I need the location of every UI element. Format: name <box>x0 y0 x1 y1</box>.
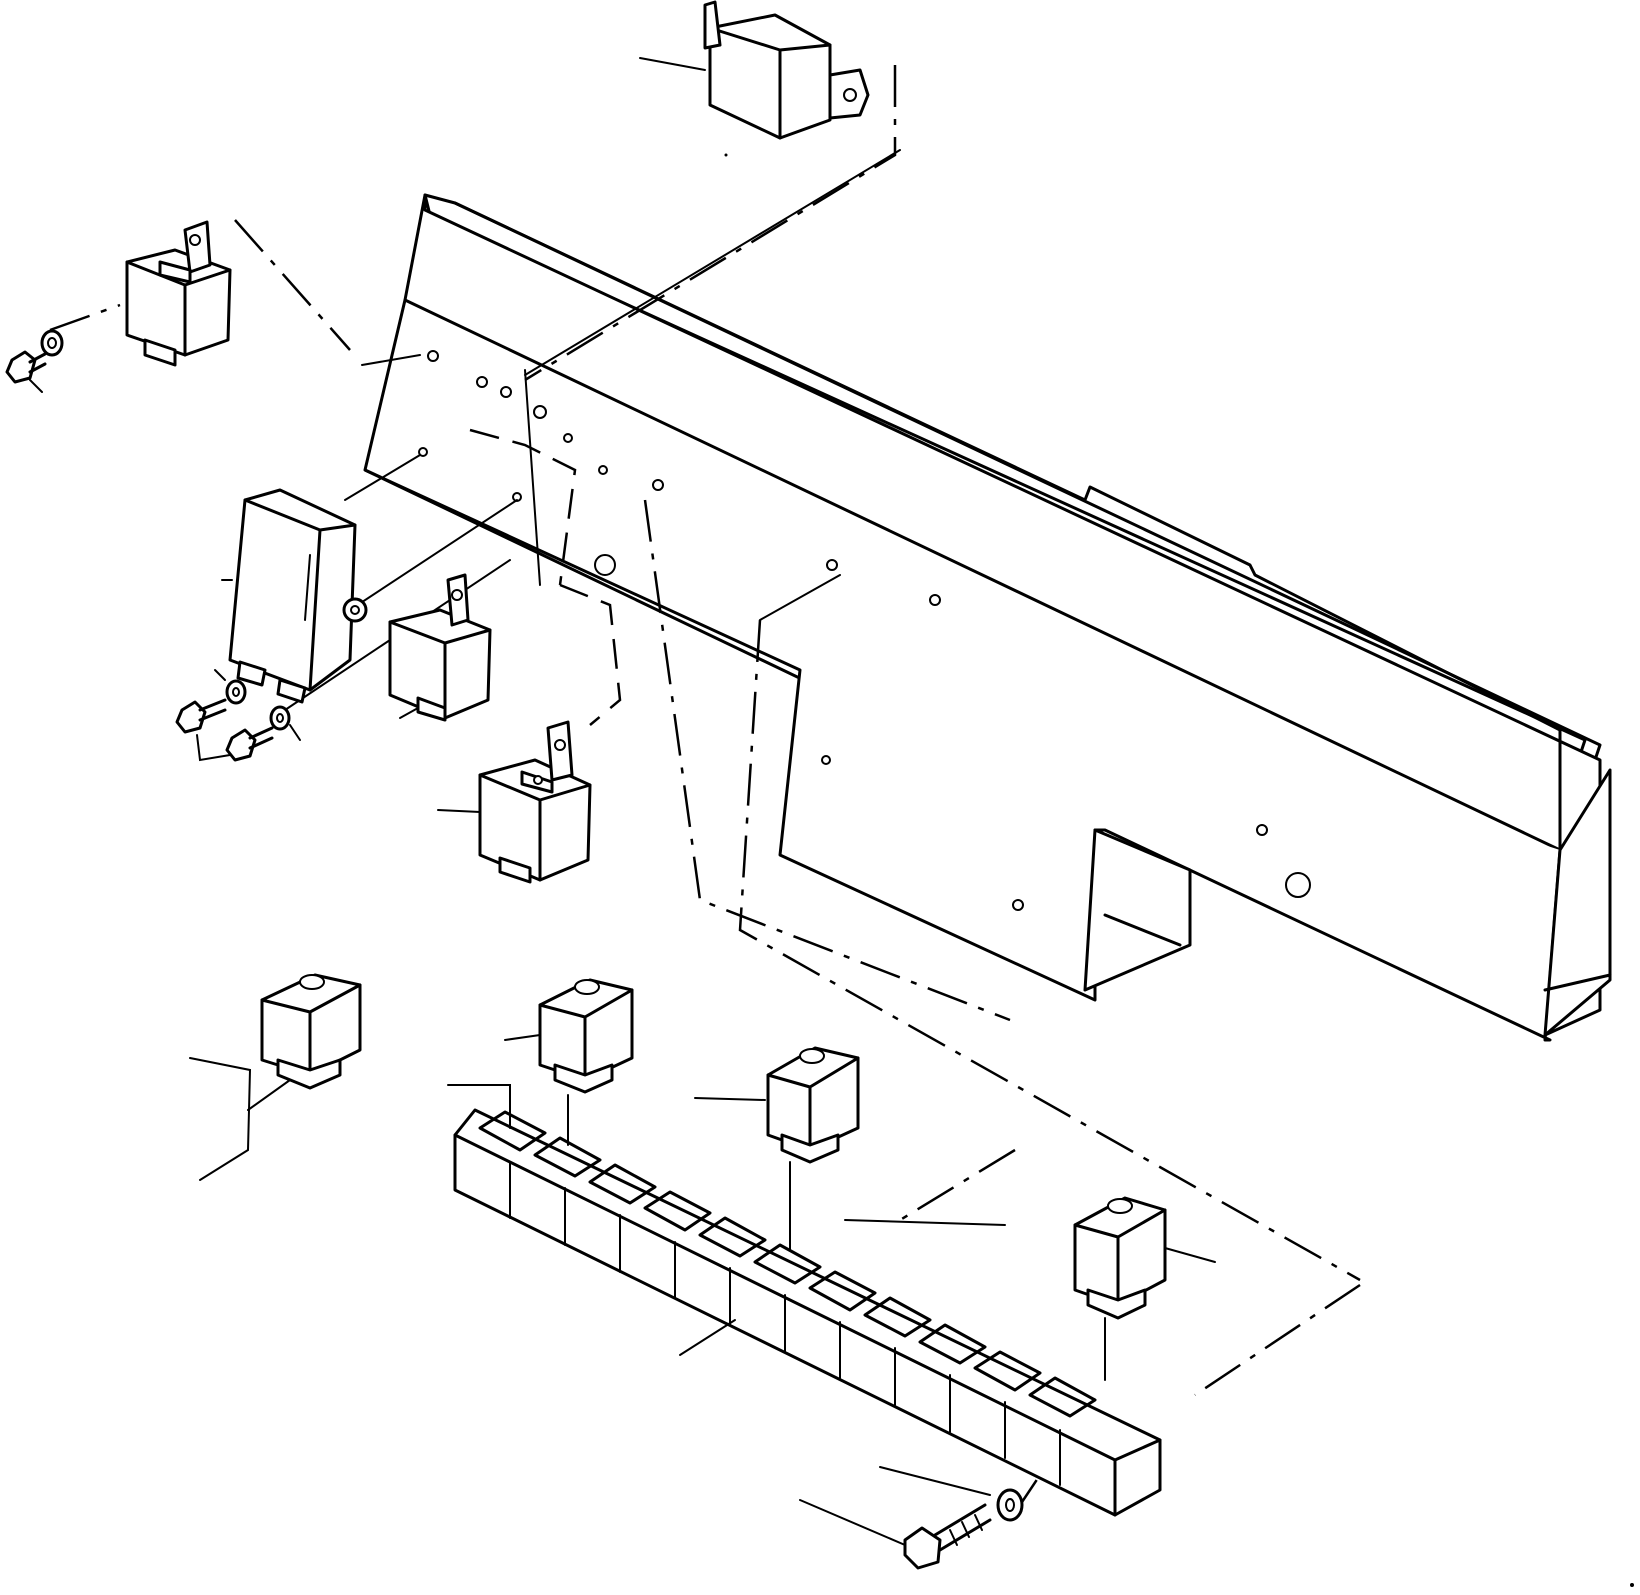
speck <box>1630 1583 1634 1587</box>
relay-top <box>639 0 870 140</box>
relay-base-strip <box>447 1084 1162 1517</box>
speck <box>724 153 728 157</box>
mounting-panel <box>363 193 1612 1042</box>
relay-middle <box>388 573 492 722</box>
bolt-left-middle-2 <box>196 705 301 762</box>
plug-relay-right <box>1073 1196 1216 1381</box>
bolt-bottom <box>799 1466 1024 1570</box>
bolt-left-upper <box>5 329 64 393</box>
relay-left-upper <box>125 220 232 367</box>
plug-relay-left <box>189 973 362 1181</box>
plug-relay-third <box>694 1046 860 1251</box>
relay-lower-middle <box>437 720 592 884</box>
assembly-lines <box>49 65 1361 1506</box>
relay-left-large <box>221 488 368 704</box>
bolt-left-middle-1 <box>175 669 247 734</box>
plug-relay-second <box>504 978 634 1146</box>
